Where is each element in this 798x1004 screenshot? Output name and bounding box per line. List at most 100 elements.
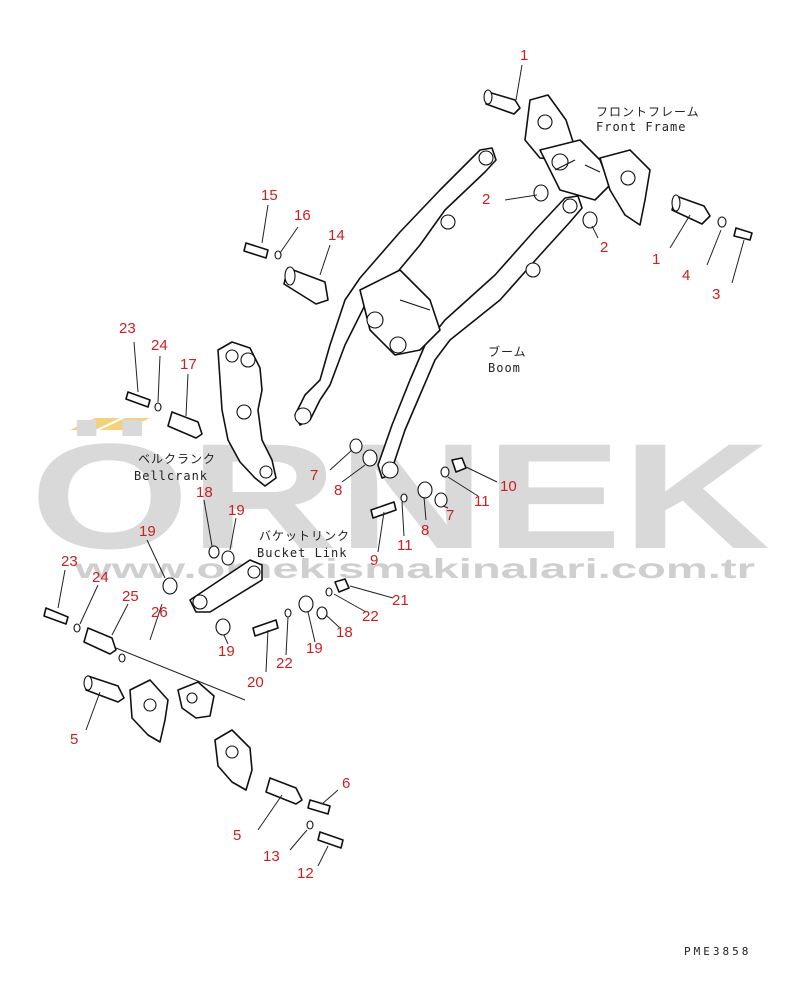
bolt-6	[307, 799, 331, 815]
callout-17: 17	[180, 356, 197, 373]
bellcrank-part	[217, 341, 277, 487]
shim-8-right	[417, 481, 433, 499]
bolt-3	[733, 227, 753, 241]
spacer-2-right	[582, 211, 598, 229]
washer-11-upper	[440, 466, 450, 478]
bolt-20	[252, 619, 279, 637]
callout-19-right: 19	[306, 640, 323, 657]
washer-18-right	[316, 606, 328, 620]
callout-3: 3	[712, 286, 720, 303]
callout-13: 13	[263, 848, 280, 865]
washer-18-left	[208, 545, 220, 559]
callout-25: 25	[122, 588, 139, 605]
spacer-2-top	[533, 184, 549, 202]
coupler-bracket-right	[214, 729, 344, 849]
bolt-15	[243, 242, 269, 259]
callout-4: 4	[682, 267, 690, 284]
shim-8-left	[362, 449, 378, 467]
pin-14	[283, 266, 329, 305]
callout-22-upper: 22	[362, 608, 379, 625]
watermark-accent-left	[70, 418, 120, 430]
boom-part	[294, 147, 583, 479]
callout-11-lower: 11	[397, 537, 413, 554]
pin-1-top	[483, 89, 521, 115]
shim-7-left	[349, 438, 363, 454]
washer-16	[274, 250, 282, 260]
callout-5-left: 5	[70, 731, 78, 748]
nut-10	[451, 457, 467, 473]
callout-14: 14	[328, 227, 345, 244]
callout-22-lower: 22	[276, 655, 293, 672]
label-boom-jp: ブーム	[488, 344, 527, 359]
leader-lines	[57, 64, 745, 867]
drawing-reference: PME3858	[684, 945, 751, 958]
shim-19-lower	[215, 618, 231, 636]
callout-8-left: 8	[334, 482, 342, 499]
washer-4	[717, 216, 727, 228]
spacer-26	[118, 653, 126, 663]
callout-20: 20	[247, 674, 264, 691]
washer-24-upper	[154, 402, 162, 412]
callout-1-right: 1	[652, 251, 660, 268]
callout-16: 16	[294, 207, 311, 224]
label-bucket-link-en: Bucket Link	[257, 546, 347, 560]
pin-axis-line	[115, 647, 246, 701]
shim-19-upper	[221, 550, 235, 566]
part-labels: フロントフレーム Front Frame ブーム Boom ベルクランク Bel…	[134, 105, 700, 560]
bucket-link-part	[189, 559, 263, 613]
callout-8-right: 8	[421, 522, 429, 539]
washer-22-lower	[284, 608, 292, 618]
nut-21	[334, 578, 350, 593]
callout-11-upper: 11	[474, 493, 490, 510]
callout-18-left: 18	[196, 484, 213, 501]
front-frame-part	[524, 94, 651, 226]
shim-19-left	[162, 577, 178, 595]
pin-17	[167, 411, 203, 439]
watermark-accent-right	[100, 418, 150, 430]
label-front-frame-jp: フロントフレーム	[596, 105, 700, 119]
pin-25	[83, 627, 117, 655]
callout-23-lower: 23	[61, 553, 78, 570]
callout-23-upper: 23	[119, 320, 136, 337]
callout-21: 21	[392, 592, 409, 609]
callout-19-left: 19	[139, 523, 156, 540]
callout-24-lower: 24	[92, 569, 109, 586]
callout-26: 26	[151, 604, 168, 621]
bolt-23-upper	[125, 391, 151, 408]
callout-18-right: 18	[336, 624, 353, 641]
callout-1-top: 1	[520, 47, 528, 64]
pin-5-right	[265, 777, 303, 805]
callout-15: 15	[261, 187, 278, 204]
callout-7-right: 7	[446, 507, 454, 524]
label-front-frame-en: Front Frame	[596, 120, 686, 134]
shim-19-right	[298, 595, 314, 613]
coupler-bracket-left	[83, 675, 215, 743]
bolt-23-lower	[43, 607, 69, 625]
callout-2-right: 2	[600, 239, 608, 256]
callout-19-lower: 19	[218, 643, 235, 660]
callout-12: 12	[297, 865, 314, 882]
bolt-9	[370, 501, 397, 519]
washer-11-lower	[400, 493, 408, 503]
callout-5-right: 5	[233, 827, 241, 844]
callout-10: 10	[500, 478, 517, 495]
callout-24-upper: 24	[151, 337, 168, 354]
washer-24-lower	[73, 623, 81, 633]
label-bellcrank-jp: ベルクランク	[138, 452, 216, 466]
washer-22-upper	[325, 587, 333, 597]
washer-13	[306, 820, 314, 830]
bolt-12	[317, 831, 344, 849]
label-boom-en: Boom	[488, 361, 521, 375]
callout-numbers: 1 2 1 2 4 3 15 16 14 23 24 17 7 8 10 11 …	[61, 47, 720, 882]
callout-9: 9	[370, 552, 378, 569]
pin-1-right	[671, 194, 753, 241]
callout-19-upper: 19	[228, 502, 245, 519]
callout-6: 6	[342, 775, 350, 792]
label-bellcrank-en: Bellcrank	[134, 469, 208, 483]
watermark-url: www.ornekismakinalari.com.tr	[73, 553, 755, 584]
callout-2-left: 2	[482, 191, 490, 208]
callout-7-left: 7	[310, 467, 318, 484]
shim-7-right	[434, 492, 448, 508]
